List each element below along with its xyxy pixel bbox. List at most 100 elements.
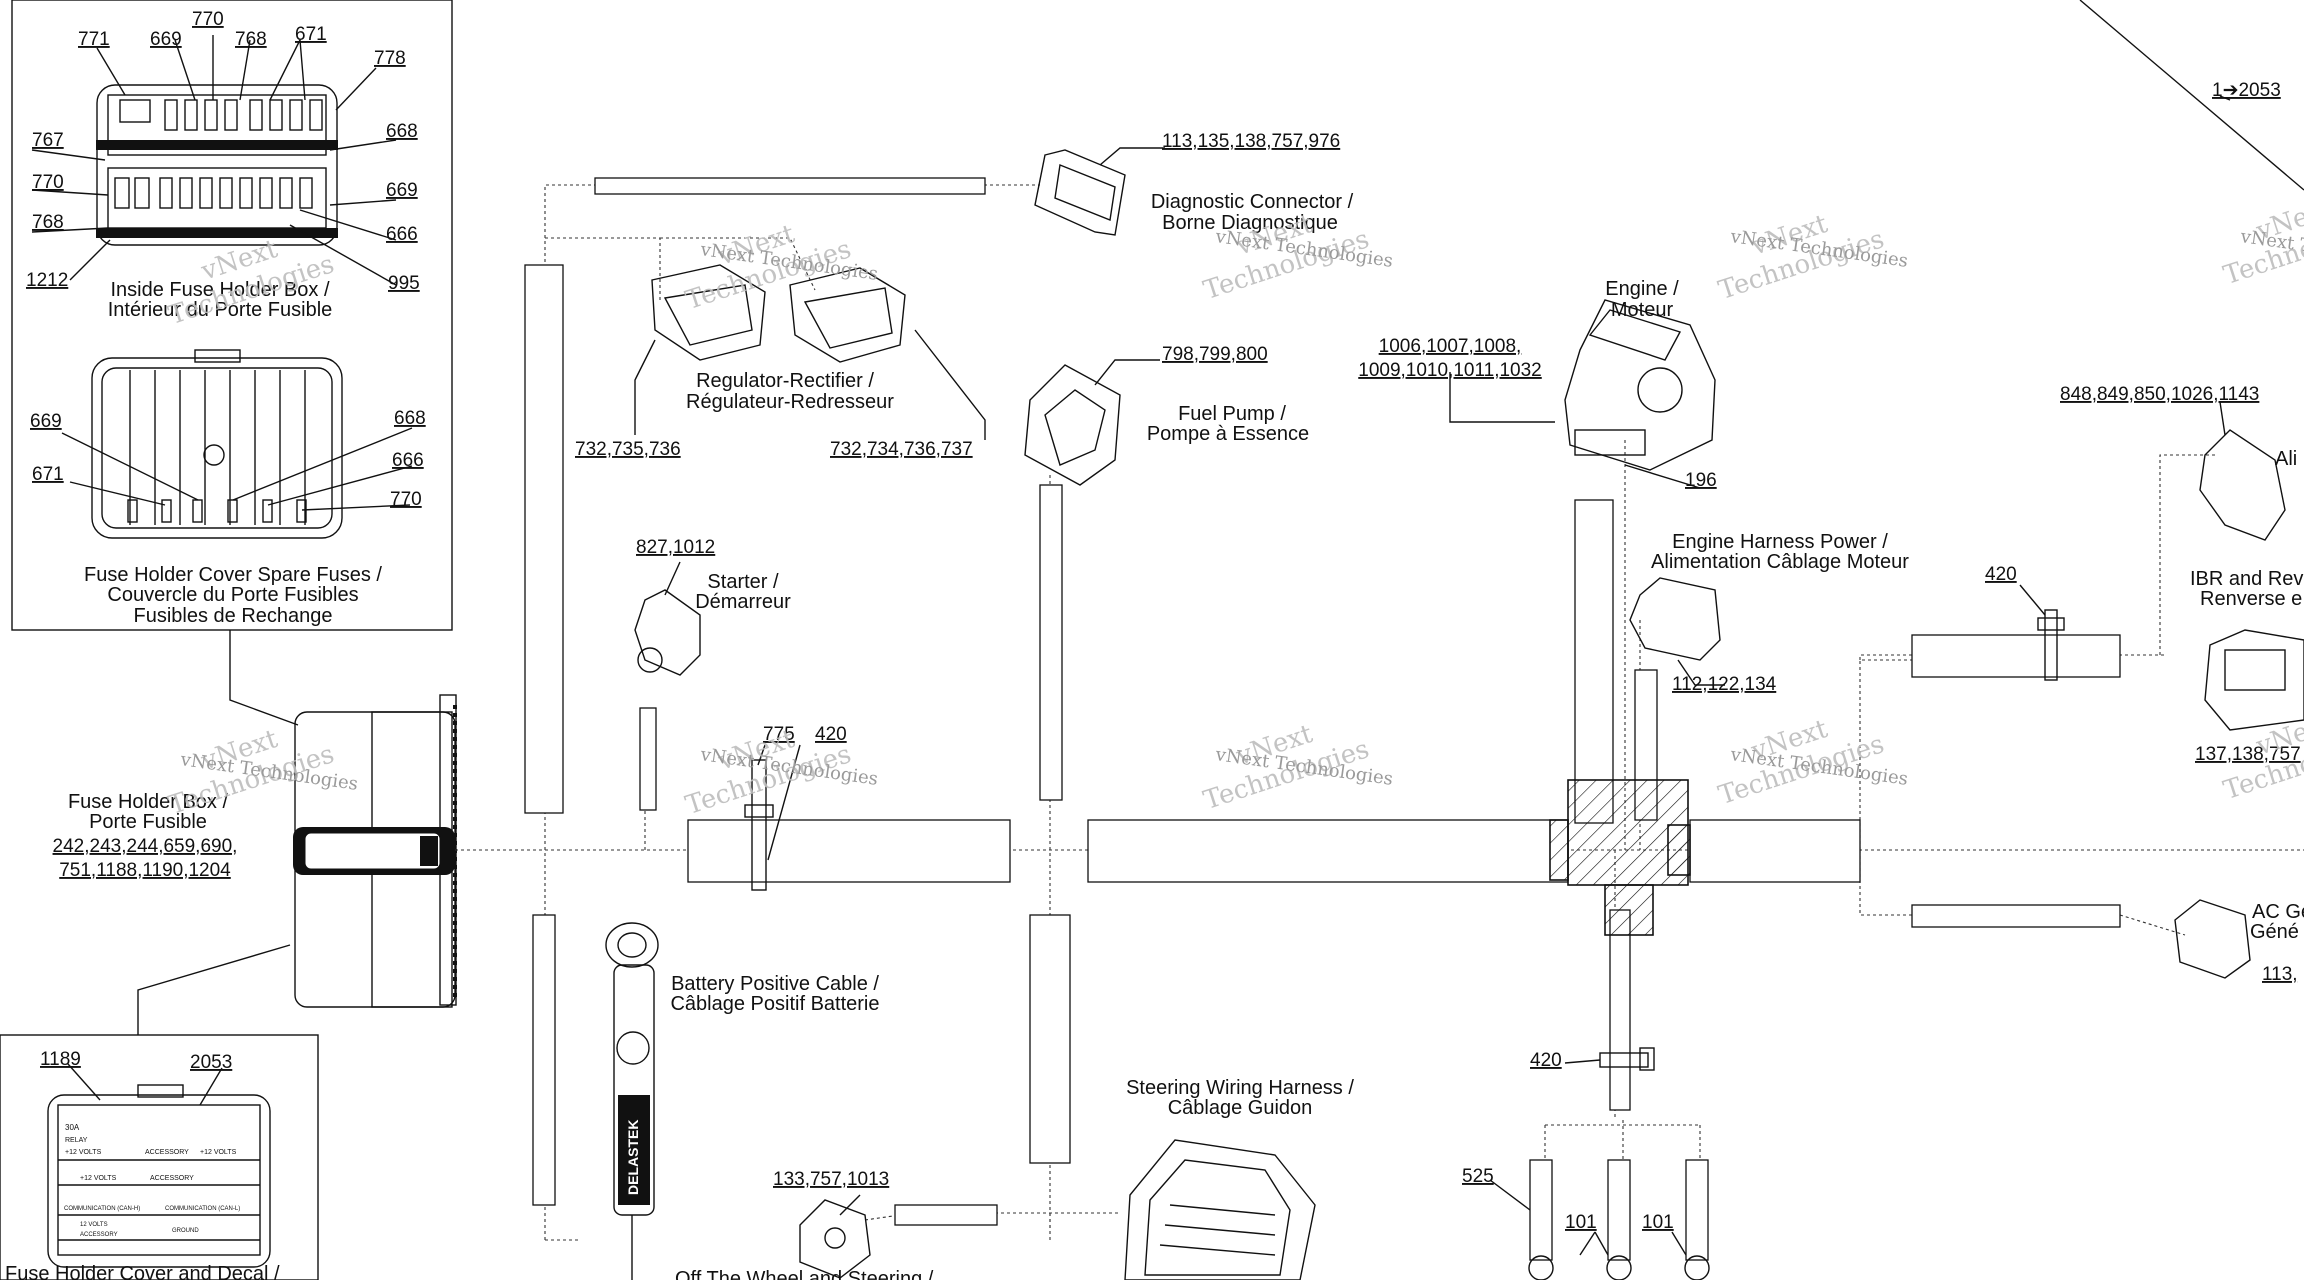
battery-label-2: Câblage Positif Batterie [670,993,879,1015]
off-wheel-ref: 133,757,1013 [773,1169,889,1190]
clip-775: 775 420 [744,724,847,891]
harness-tubes [524,177,2121,1261]
decal-can-h: COMMUNICATION (CAN-H) [64,1206,140,1212]
decal-acc-1: ACCESSORY [145,1149,189,1156]
decal-relay: RELAY [65,1137,88,1144]
fuse-holder-box: Fuse Holder Box / Porte Fusible 242,243,… [53,694,457,1008]
inside-fuse-box-label-fr: Intérieur du Porte Fusible [108,299,333,321]
ref-420b: 420 [1530,1050,1562,1071]
ac-gen-ref: 113, [2262,964,2298,985]
ibr-label-2: Renverse e [2200,588,2302,610]
regulator-connectors: Regulator-Rectifier / Régulateur-Redress… [575,264,986,460]
decal-12v-2: +12 VOLTS [200,1149,237,1156]
starter-ref: 827,1012 [636,537,715,558]
corner-ref: 1➔2053 [2212,80,2281,101]
cover-decal-label: Fuse Holder Cover and Decal / [5,1263,280,1280]
inside-fuse-box-label-en: Inside Fuse Holder Box / [111,279,330,301]
engine-label-1: Engine / [1605,278,1679,300]
central-junction [1549,779,1691,936]
ref-770b: 770 [32,172,64,193]
ref-995: 995 [388,273,420,294]
decal-12v-4: 12 VOLTS [80,1222,108,1228]
ref-666: 666 [386,224,418,245]
fuel-pump-label-2: Pompe à Essence [1147,423,1309,445]
ref-668: 668 [386,121,418,142]
ibr-connector: IBR and Rev Renverse e 137,138,757 [2190,568,2304,765]
decal-acc-2: ACCESSORY [150,1175,194,1182]
delastek-brand: DELASTEK [625,1120,641,1195]
ref-101b: 101 [1642,1212,1674,1233]
battery-cable: DELASTEK Battery Positive Cable / Câblag… [605,922,880,1280]
fuse-holder-refs-2: 751,1188,1190,1204 [59,860,231,881]
engine-connector: Engine / Moteur 1006,1007,1008, 1009,101… [1358,278,1716,491]
engine-ref-196: 196 [1685,470,1717,491]
spare-ref-669: 669 [30,411,62,432]
ref-768b: 768 [32,212,64,233]
watermarks: vNext Technologies vNext Technologies vN… [165,194,2304,821]
cover-decal-panel: 30A RELAY +12 VOLTS ACCESSORY +12 VOLTS … [0,1034,319,1280]
decal-ground: GROUND [172,1228,199,1234]
regulator-label-2: Régulateur-Redresseur [686,391,894,413]
clip-420-right: 420 [1985,564,2065,681]
spare-fuses-label-1: Fuse Holder Cover Spare Fuses / [84,564,382,586]
steering-label-2: Câblage Guidon [1168,1097,1313,1119]
ref-1212: 1212 [26,270,68,291]
right-top-ref: 848,849,850,1026,1143 [2060,384,2259,405]
ref-775: 775 [763,724,795,745]
steering-label-1: Steering Wiring Harness / [1126,1077,1354,1099]
engine-ref-1: 1006,1007,1008, [1379,336,1522,357]
decal-30a: 30A [65,1123,80,1132]
ref-768: 768 [235,29,267,50]
fuel-pump-ref: 798,799,800 [1162,344,1268,365]
fuse-holder-refs-1: 242,243,244,659,690, [53,836,238,857]
diagnostic-connector: 113,135,138,757,976 Diagnostic Connector… [1034,131,1354,236]
decal-ref-2053: 2053 [190,1052,232,1073]
ibr-label-1: IBR and Rev [2190,568,2303,590]
ref-669b: 669 [386,180,418,201]
starter-connector: 827,1012 Starter / Démarreur [634,537,791,676]
battery-label-1: Battery Positive Cable / [671,973,879,995]
inside-fuse-box-panel: 771 669 770 768 671 778 767 668 770 669 … [11,0,453,631]
engine-harness-label-2: Alimentation Câblage Moteur [1651,551,1909,573]
regulator-label-1: Regulator-Rectifier / [696,370,874,392]
spare-fuses-label-2: Couvercle du Porte Fusibles [107,584,358,606]
ring-terminals: 525 101 101 [1462,1166,1710,1280]
fuel-pump-label-1: Fuel Pump / [1178,403,1286,425]
decal-can-l: COMMUNICATION (CAN-L) [165,1206,240,1212]
engine-label-2: Moteur [1611,299,1674,321]
ref-669: 669 [150,29,182,50]
ref-778: 778 [374,48,406,69]
fuse-holder-label-2: Porte Fusible [89,811,207,833]
engine-harness-label-1: Engine Harness Power / [1672,531,1888,553]
right-top-label: Ali [2275,448,2297,470]
off-wheel-label: Off The Wheel and Steering / [675,1268,934,1280]
right-top-connector: 848,849,850,1026,1143 Ali [2060,384,2297,541]
ac-gen-label-1: AC Ge [2252,901,2304,923]
ac-generator-connector: AC Ge Géné 113, [2174,899,2304,985]
decal-ref-1189: 1189 [40,1049,81,1070]
engine-harness-power-connector: Engine Harness Power / Alimentation Câbl… [1629,531,1909,695]
spare-fuses-label-3: Fusibles de Rechange [133,605,332,627]
ref-420c: 420 [1985,564,2017,585]
fuel-pump-connector: 798,799,800 Fuel Pump / Pompe à Essence [1024,344,1309,486]
decal-12v-1: +12 VOLTS [65,1149,102,1156]
decal-12v-3: +12 VOLTS [80,1175,117,1182]
right-corner-ref: 1➔2053 [2079,0,2304,191]
ref-525: 525 [1462,1166,1494,1187]
spare-fuses-panel: 669 668 671 666 770 Fuse Holder Cover Sp… [30,349,426,627]
starter-label-2: Démarreur [695,591,791,613]
ibr-ref: 137,138,757 [2195,744,2301,765]
regulator-ref-b: 732,734,736,737 [830,439,973,460]
ac-gen-label-2: Géné [2250,921,2299,943]
ref-671: 671 [295,24,327,45]
ref-767: 767 [32,130,64,151]
ref-771: 771 [78,29,110,50]
engine-harness-ref: 112,122,134 [1672,674,1777,695]
fuse-holder-label-1: Fuse Holder Box / [68,791,229,813]
steering-connector: Steering Wiring Harness / Câblage Guidon [1124,1077,1354,1280]
ref-770: 770 [192,9,224,30]
ref-101a: 101 [1565,1212,1597,1233]
ref-420a: 420 [815,724,847,745]
spare-ref-668: 668 [394,408,426,429]
